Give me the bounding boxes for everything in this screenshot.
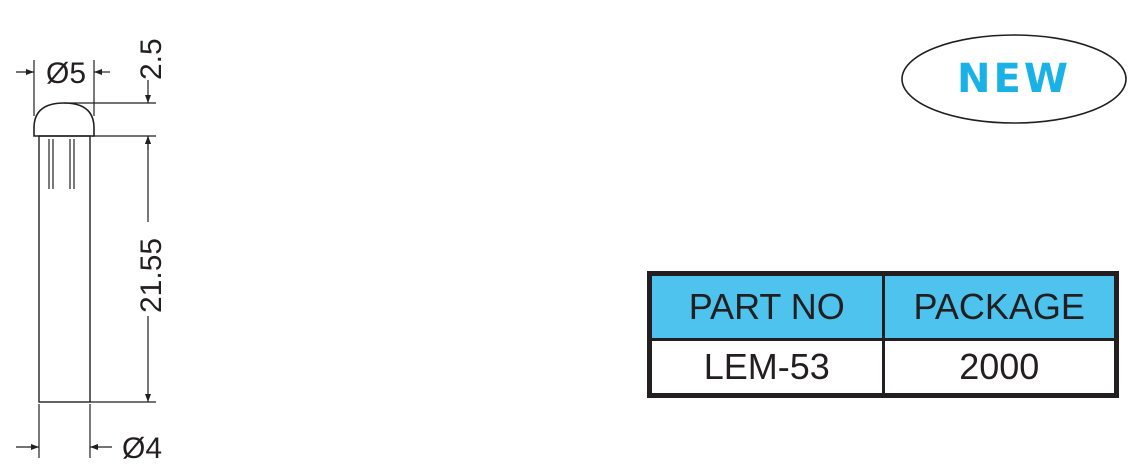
technical-drawing: Ø5 2.5 21.55 Ø4 (16, 38, 168, 464)
dim-bottom-diameter: Ø4 (122, 432, 162, 464)
cell-part-no: LEM-53 (649, 339, 883, 396)
led-dome (33, 102, 95, 137)
dim-dome-height: 2.5 (135, 38, 168, 80)
cell-package: 2000 (881, 339, 1117, 396)
part-table: PART NO PACKAGE LEM-53 2000 (647, 271, 1119, 398)
dim-top-diameter: Ø5 (46, 57, 86, 90)
table-header-row: PART NO PACKAGE (649, 273, 1117, 341)
new-badge: NEW (900, 33, 1128, 125)
led-body (38, 135, 91, 403)
badge-ellipse (901, 34, 1127, 124)
header-part-no: PART NO (649, 273, 883, 341)
header-package: PACKAGE (881, 273, 1117, 341)
table-row: LEM-53 2000 (649, 339, 1117, 396)
badge-label: NEW (957, 56, 1071, 102)
dim-body-length: 21.55 (135, 238, 168, 313)
